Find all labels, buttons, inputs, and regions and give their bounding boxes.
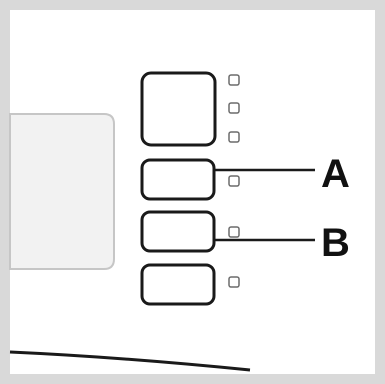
indicator-light: [228, 276, 240, 288]
housing-edge: [9, 350, 251, 372]
large-button[interactable]: [140, 71, 217, 147]
indicator-light: [228, 175, 240, 187]
callout-label-a: A: [321, 152, 350, 196]
display-panel: [9, 113, 115, 270]
button-bottom[interactable]: [140, 263, 216, 306]
indicator-light: [228, 74, 240, 86]
button-b[interactable]: [140, 210, 216, 253]
indicator-light: [228, 131, 240, 143]
callout-label-b: B: [321, 221, 350, 265]
indicator-light: [228, 102, 240, 114]
button-a[interactable]: [140, 158, 216, 201]
indicator-light: [228, 226, 240, 238]
